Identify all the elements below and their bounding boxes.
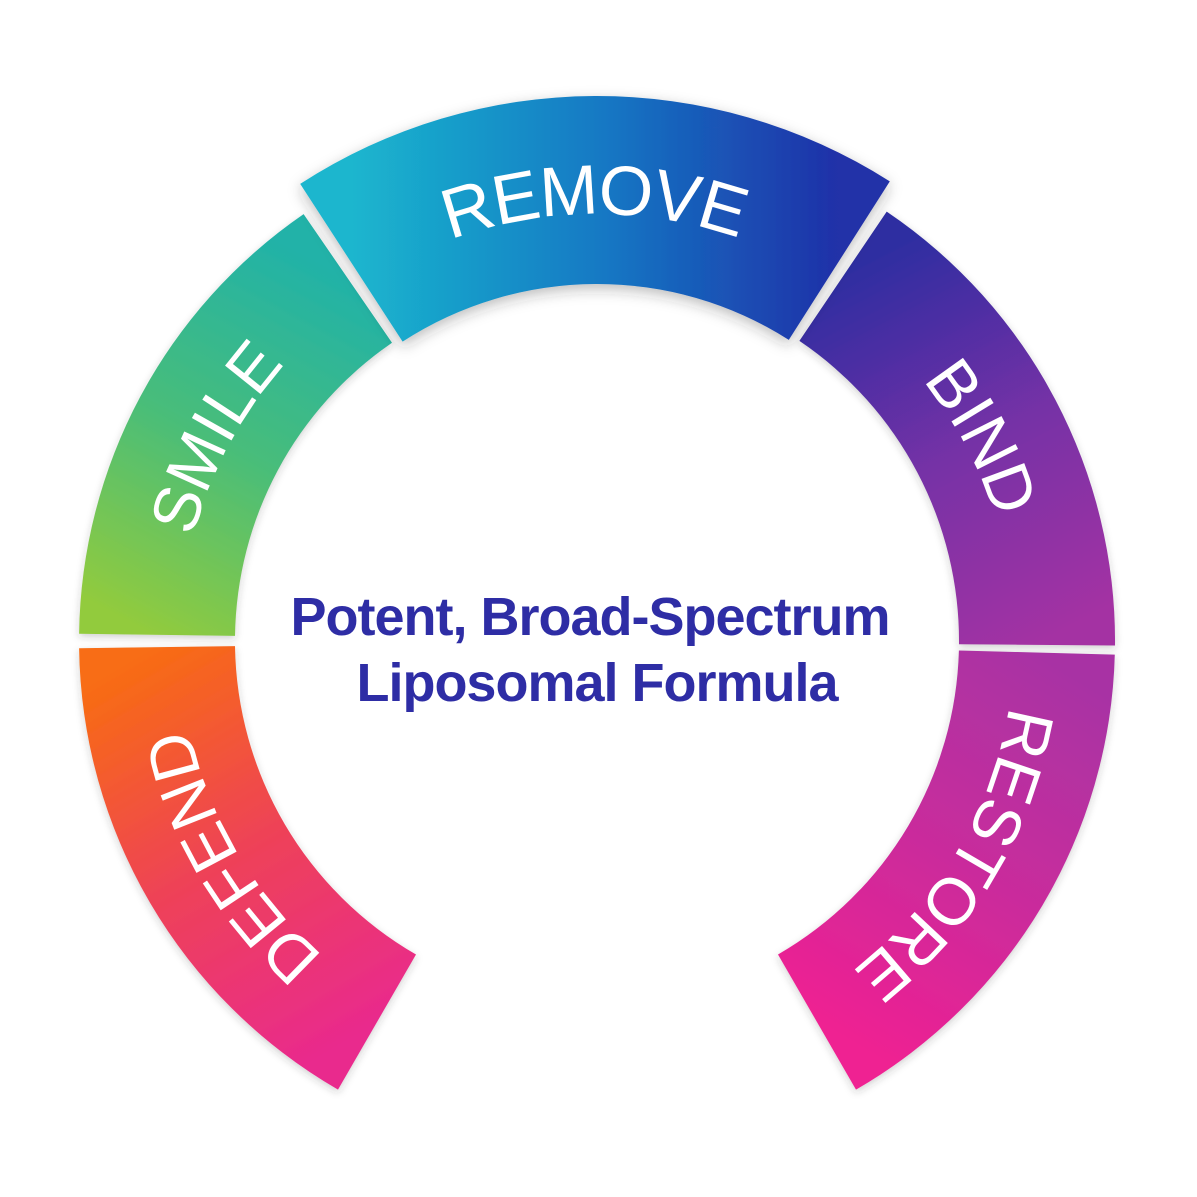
segment-restore-arc (778, 650, 1115, 1090)
segment-defend-arc (79, 646, 416, 1090)
ring-segments (79, 96, 1116, 1090)
center-title-line1: Potent, Broad-Spectrum (290, 587, 889, 647)
segment-bind-arc (799, 211, 1116, 646)
segment-remove-arc (300, 96, 890, 342)
center-title-line2: Liposomal Formula (356, 653, 839, 713)
segment-smile-arc (79, 214, 392, 636)
center-title: Potent, Broad-Spectrum Liposomal Formula (290, 587, 903, 713)
